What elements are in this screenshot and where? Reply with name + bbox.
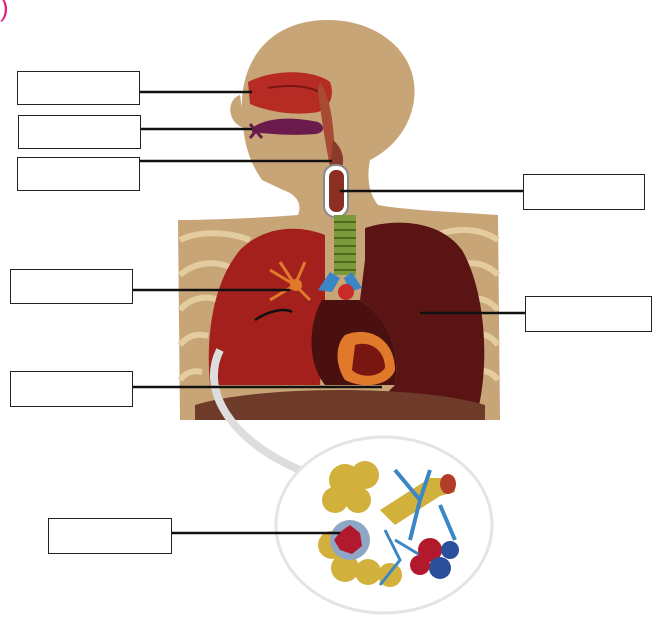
label-box-alveoli[interactable] xyxy=(48,518,172,554)
label-box-nasal-cavity[interactable] xyxy=(17,71,140,105)
label-box-larynx[interactable] xyxy=(523,174,645,210)
label-box-diaphragm[interactable] xyxy=(10,371,133,407)
label-box-pharynx[interactable] xyxy=(17,157,140,191)
label-box-lung[interactable] xyxy=(525,296,652,332)
label-box-mouth[interactable] xyxy=(18,115,141,149)
label-box-bronchus[interactable] xyxy=(10,269,133,304)
trachea-shape xyxy=(334,215,356,275)
